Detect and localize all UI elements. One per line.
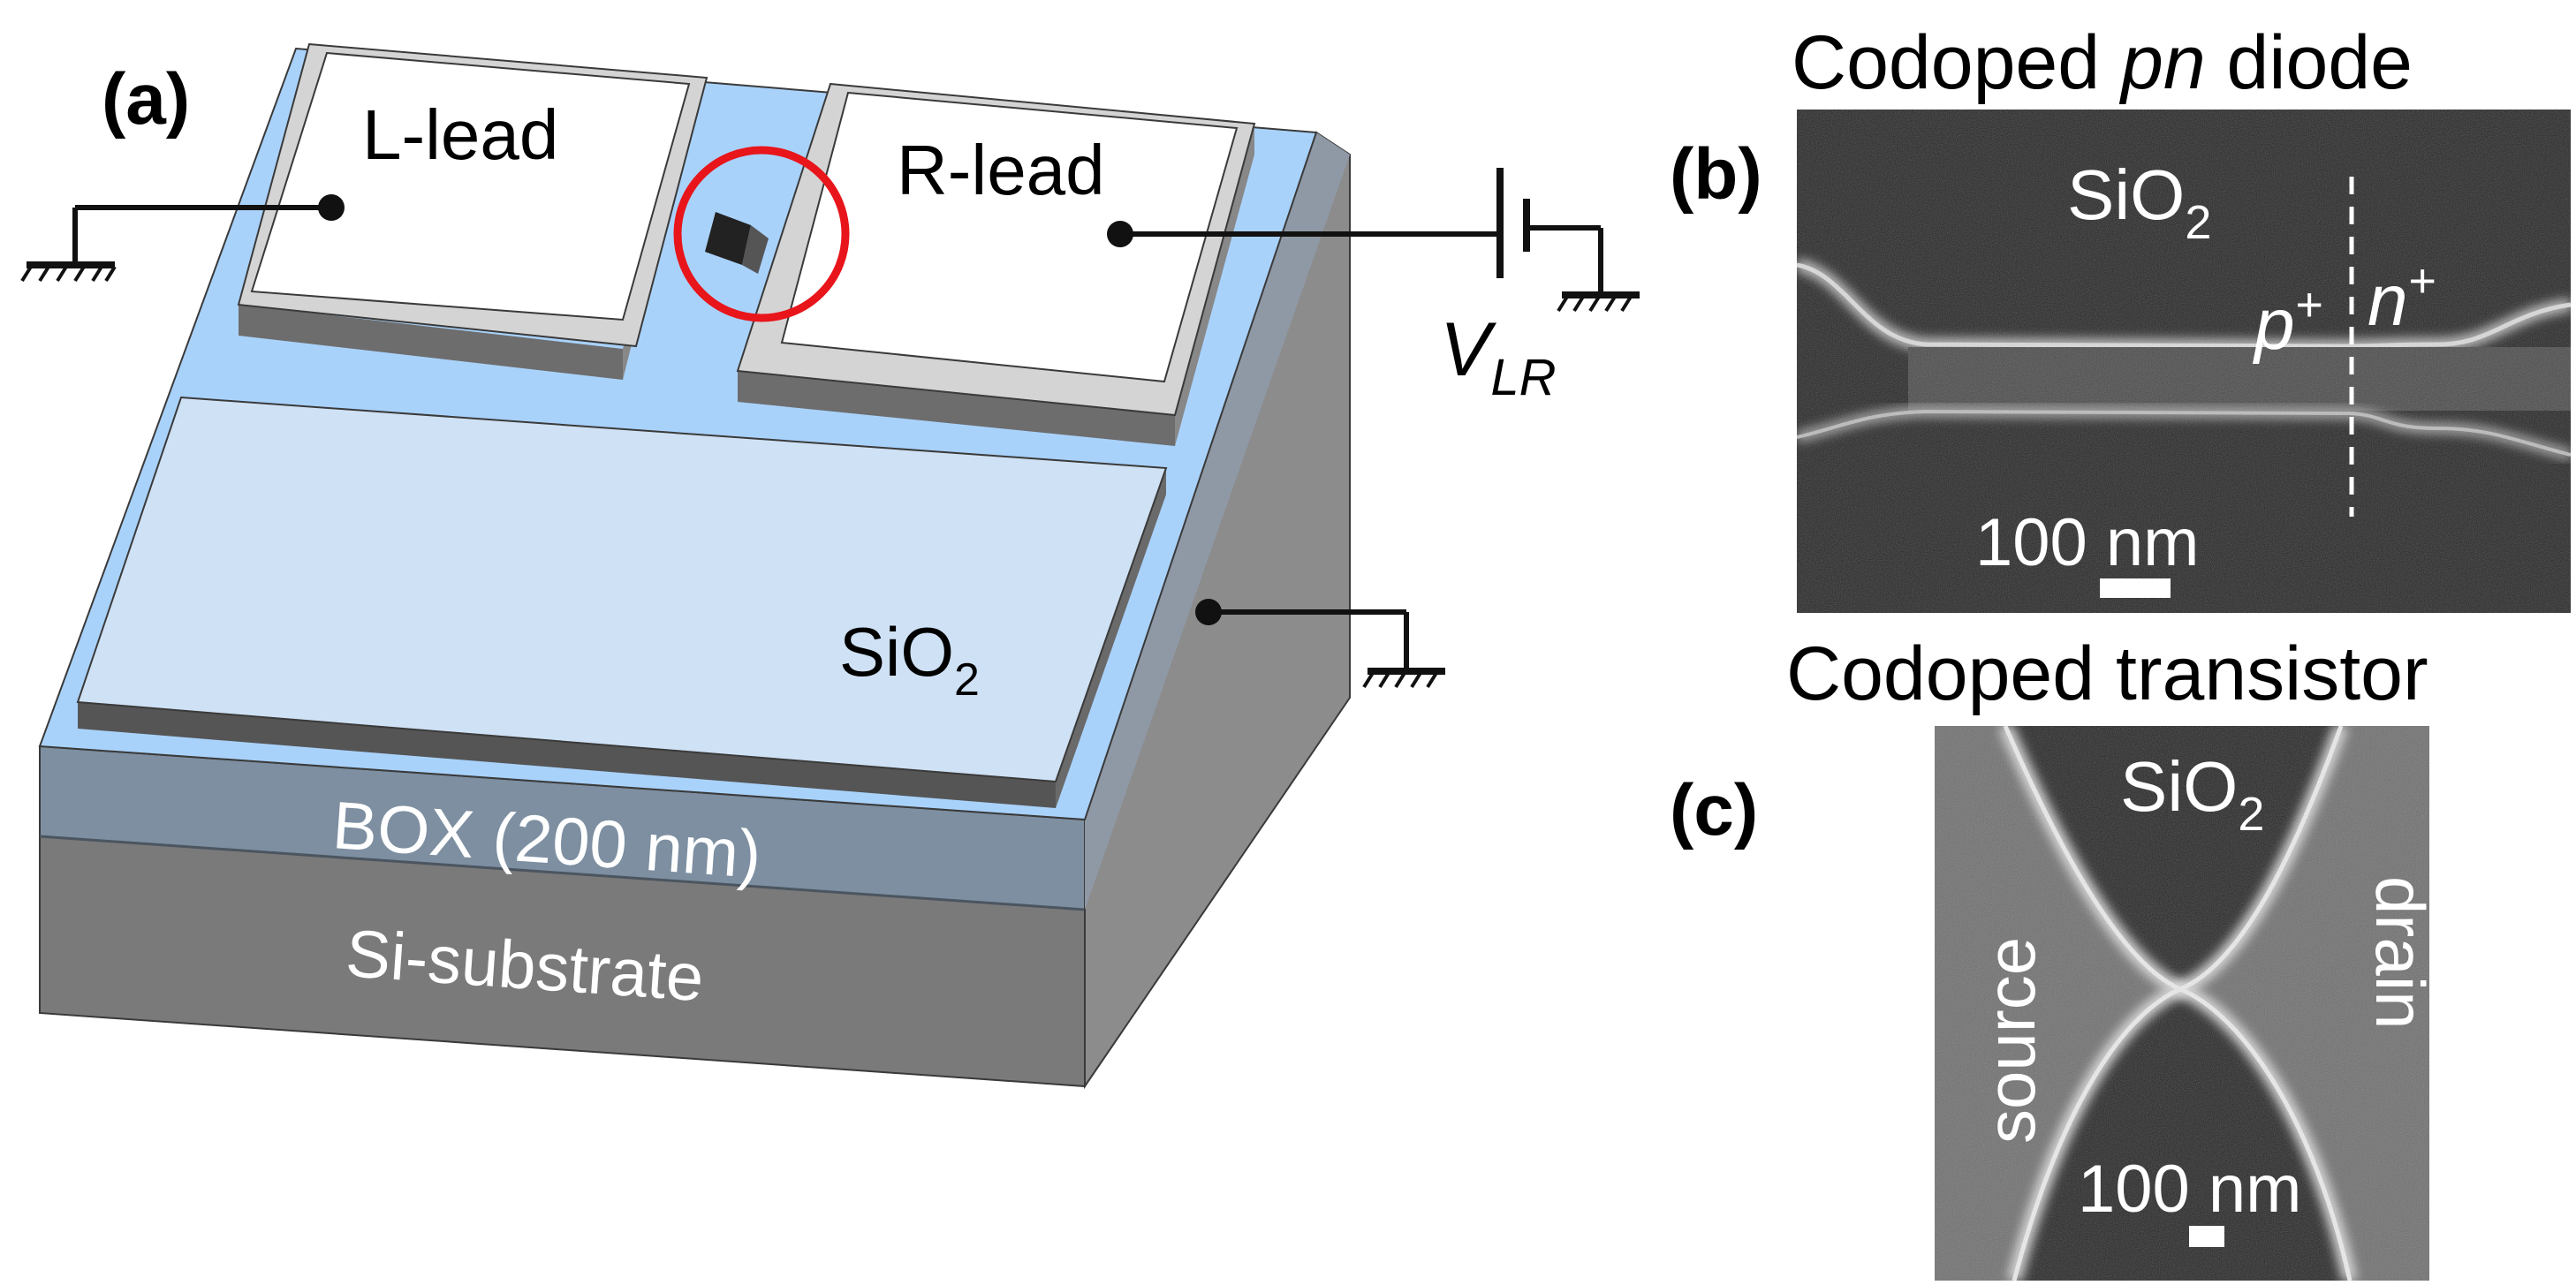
panel-b: Codoped pn diode (b) SiO2 p+ n+ [1670, 20, 2571, 613]
highlight-circle [673, 146, 850, 322]
scale-text-b: 100 nm [1975, 505, 2200, 580]
ground-icon-substrate [1362, 668, 1445, 689]
panel-a: SiO2 L-lead R-lead BOX (200 nm) Si-subst… [20, 42, 1640, 1090]
panel-b-title: Codoped pn diode [1792, 20, 2413, 105]
sio2-label-c: SiO2 [2120, 747, 2264, 841]
panel-c: Codoped transistor (c) SiO2 source drain… [1670, 631, 2439, 1281]
scale-bar-c [2189, 1226, 2224, 1247]
sio2-block-top [76, 396, 1168, 783]
voltage-label: VLR [1440, 307, 1557, 406]
p-plus-label: p+ [2252, 278, 2322, 365]
scale-text-c: 100 nm [2078, 1152, 2302, 1227]
panel-b-label: (b) [1670, 134, 1762, 215]
scale-bar-b [2100, 578, 2171, 598]
ground-icon-right [1557, 291, 1640, 313]
panel-c-label: (c) [1670, 770, 1758, 850]
drain-label: drain [2361, 876, 2439, 1029]
r-lead-label: R-lead [897, 131, 1105, 209]
sem-image-transistor [1935, 726, 2429, 1281]
sio2-block-side [78, 702, 1056, 808]
l-lead-pad [250, 51, 691, 321]
battery-icon [1496, 168, 1530, 278]
ground-icon-left [20, 261, 117, 283]
sio2-label: SiO2 [839, 613, 980, 706]
n-plus-label: n+ [2368, 254, 2436, 341]
l-lead-label: L-lead [362, 95, 558, 174]
nanowire-channel [705, 212, 751, 265]
panel-a-label: (a) [102, 59, 190, 140]
source-label: source [1972, 937, 2049, 1144]
sem-image-diode [1797, 110, 2571, 613]
r-lead-pad [780, 91, 1239, 383]
sio2-label-b: SiO2 [2067, 155, 2211, 249]
l-lead-contact [318, 194, 345, 221]
panel-c-title: Codoped transistor [1786, 631, 2428, 716]
